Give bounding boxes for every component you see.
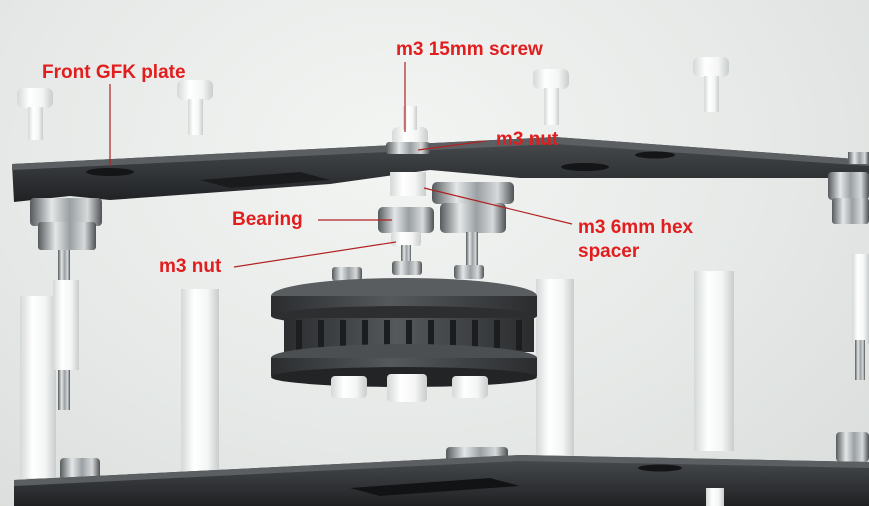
front-gfk-plate — [12, 137, 869, 202]
label-m3-nut-bottom: m3 nut — [159, 256, 222, 277]
bottom-plate — [14, 432, 869, 506]
white-screw — [17, 88, 53, 140]
white-standoffs — [20, 271, 734, 478]
top-white-screws — [17, 57, 729, 145]
label-bearing: Bearing — [232, 209, 303, 230]
center-column — [378, 142, 434, 261]
label-front-gfk-plate: Front GFK plate — [42, 62, 186, 83]
label-m3-15mm-screw: m3 15mm screw — [396, 39, 543, 60]
right-post — [828, 152, 869, 380]
gear-assembly — [271, 261, 537, 402]
label-m3-6mm-hex-spacer: m3 6mm hex spacer — [578, 217, 694, 262]
leader-lines — [109, 62, 573, 268]
right-bearing-stack — [432, 182, 514, 272]
label-m3-nut-top: m3 nut — [496, 129, 559, 150]
white-screw — [693, 57, 729, 112]
left-post — [30, 198, 102, 410]
leader-spacer — [423, 187, 573, 225]
white-screw — [177, 80, 213, 135]
white-screw — [533, 69, 569, 125]
white-screw — [392, 106, 428, 145]
leader-nut-top — [417, 140, 487, 151]
leader-nut-bottom — [233, 241, 397, 268]
